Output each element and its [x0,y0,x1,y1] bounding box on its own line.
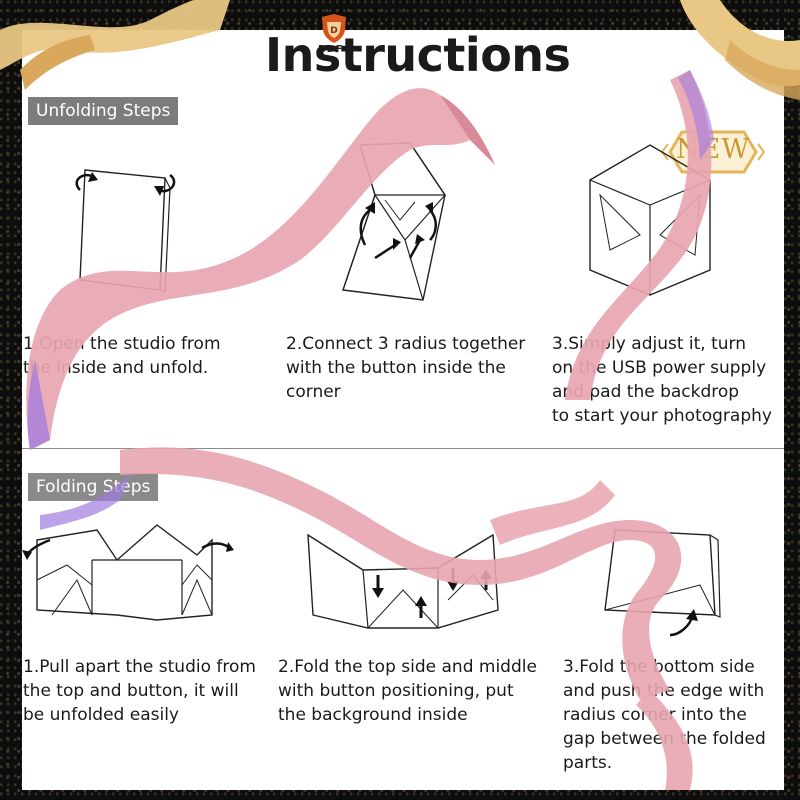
unfold-step3-text: 3.Simply adjust it, turn on the USB powe… [552,334,772,426]
unfolding-steps-tag: Unfolding Steps [28,97,179,125]
unfold-step1-illustration [75,169,176,293]
fold-step3-illustration [604,529,721,637]
fold-step1-text: 1.Pull apart the studio from the top and… [23,657,256,725]
fold-step1-illustration [22,524,234,621]
page-title: Instructions [265,28,571,82]
fold-step3-text: 3.Fold the bottom side and push the edge… [563,657,766,773]
brand-name: DDF [318,44,343,55]
unfold-step2-illustration [342,142,446,301]
svg-text:D: D [330,26,337,36]
unfold-step3-illustration [589,144,711,296]
brand-logo: D [322,14,346,43]
folding-steps-tag: Folding Steps [28,473,159,501]
unfold-step1-text: 1.Open the studio from the inside and un… [23,334,221,378]
unfold-step2-text: 2.Connect 3 radius together with the but… [286,334,526,402]
fold-step2-illustration [307,533,499,629]
fold-step2-text: 2.Fold the top side and middle with butt… [278,657,537,725]
section-divider [22,448,784,449]
